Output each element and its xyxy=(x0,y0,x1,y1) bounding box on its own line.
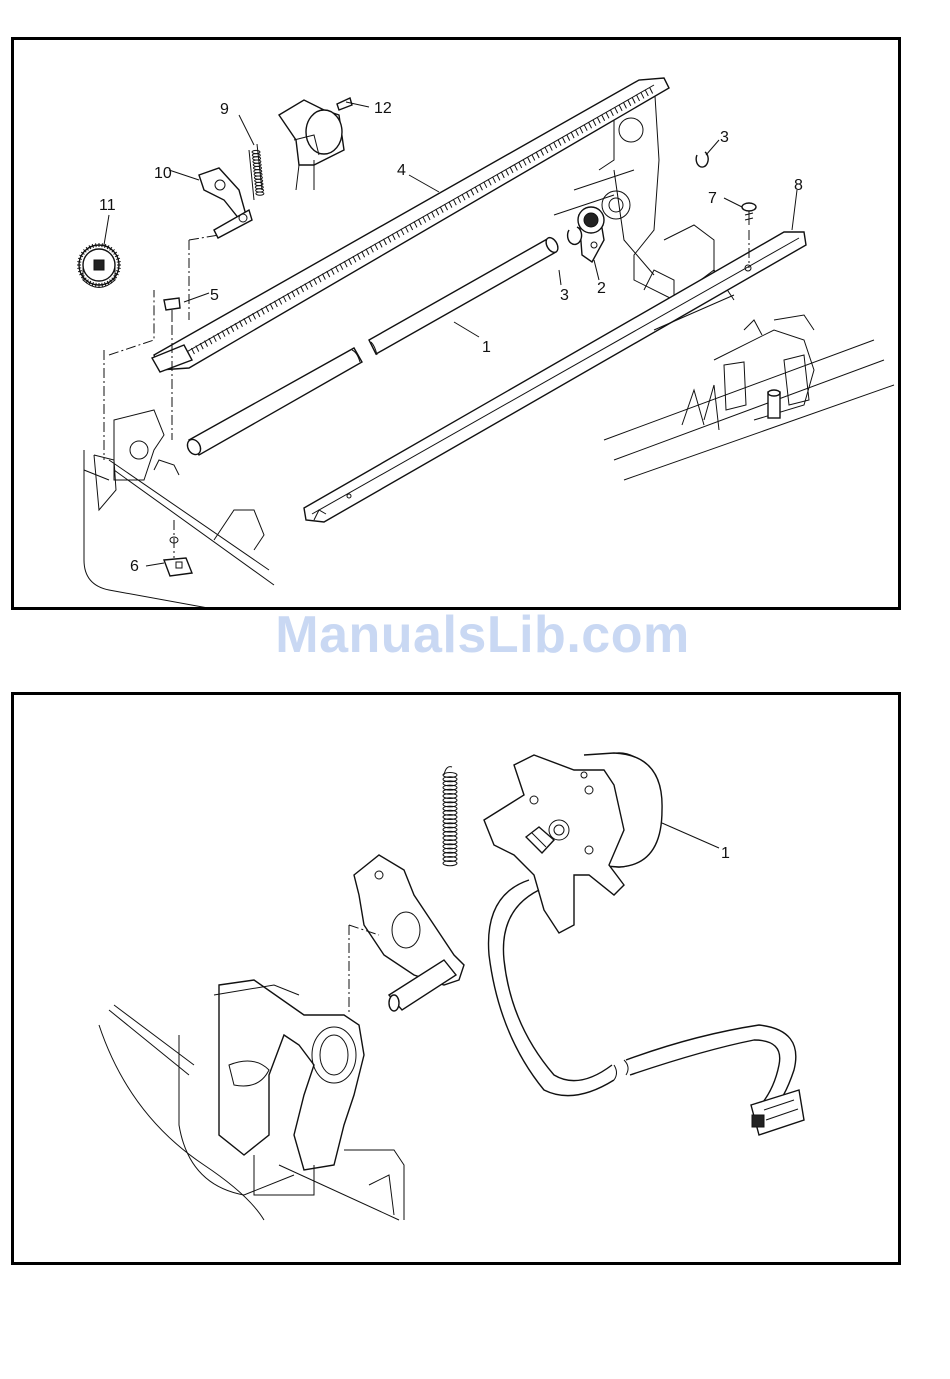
leader-line-1 xyxy=(662,823,719,848)
cable-connector xyxy=(751,1090,804,1135)
callout-9: 10 xyxy=(154,165,172,182)
gear-tooth xyxy=(102,283,103,287)
exploded-diagram-bottom: 1 xyxy=(11,692,901,1265)
gear-tooth xyxy=(77,268,81,269)
callout-6: 6 xyxy=(130,558,139,575)
gear-tooth xyxy=(117,268,121,269)
e-ring-left xyxy=(568,227,582,244)
exploded-diagram-top: 9 12 10 11 4 3 7 8 5 3 2 1 6 xyxy=(11,37,901,610)
callout-5: 5 xyxy=(210,287,219,304)
callout-7: 8 xyxy=(794,177,803,194)
gear-tooth xyxy=(96,243,97,247)
stepper-motor xyxy=(484,753,662,933)
watermark-text: ManualsLib.com xyxy=(0,605,950,665)
callout-3-left: 3 xyxy=(560,287,569,304)
carriage-shaft xyxy=(185,236,561,457)
motor-cable xyxy=(489,880,796,1110)
callout-2: 2 xyxy=(597,280,606,297)
nut-6 xyxy=(164,520,192,576)
callout-3-right: 3 xyxy=(720,129,729,146)
callout-12: 12 xyxy=(374,100,392,117)
spring xyxy=(443,767,457,866)
lever-plate xyxy=(349,855,464,1015)
drive-gear xyxy=(77,243,121,288)
gear-tooth xyxy=(77,262,81,263)
gear-tooth xyxy=(102,243,103,247)
gear-tooth xyxy=(96,283,97,287)
carriage-assembly-drawing: 9 12 10 11 4 3 7 8 5 3 2 1 6 xyxy=(14,40,898,607)
callout-1-motor: 1 xyxy=(721,845,730,862)
callout-1: 1 xyxy=(482,339,491,356)
callout-11: 9 xyxy=(220,101,229,118)
frame-sketch xyxy=(99,980,404,1220)
spring-coil xyxy=(256,192,264,195)
callout-10: 11 xyxy=(99,197,116,214)
callout-4: 4 xyxy=(397,162,406,179)
gear-tooth xyxy=(117,262,121,263)
callout-8: 7 xyxy=(708,190,717,207)
motor-assembly-drawing: 1 xyxy=(14,695,898,1262)
guide-rail xyxy=(304,232,806,522)
